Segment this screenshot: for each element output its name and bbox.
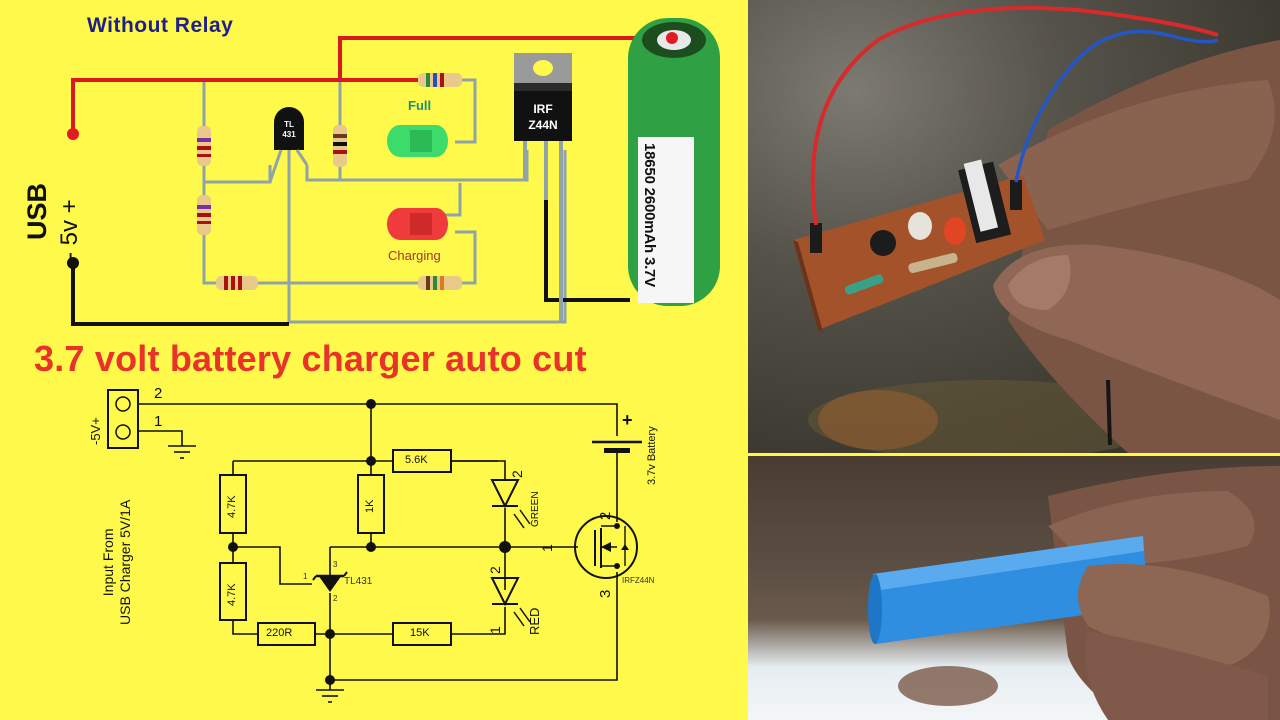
resistor-vertical-1 (197, 126, 211, 166)
resistor-r5 (257, 622, 316, 646)
led-red-label: RED (527, 607, 542, 635)
r5-label: 220R (266, 627, 293, 639)
mosfet-pin3: 3 (597, 589, 614, 598)
led-red-symbol (490, 577, 531, 627)
tl431-pin1: 1 (303, 572, 308, 581)
led-green-symbol (490, 479, 531, 529)
r2-label: 4.7K (226, 583, 238, 606)
resistor-r4 (392, 449, 452, 473)
header-pin-left (810, 223, 822, 253)
resistor-horizontal-2 (418, 73, 462, 87)
mosfet-label-line1: IRF (533, 102, 553, 116)
main-title: 3.7 volt battery charger auto cut (34, 338, 587, 379)
negative-wire (71, 200, 630, 326)
resistor-vertical-2 (197, 195, 211, 235)
resistor-r3 (357, 474, 385, 534)
input-description: Input From USB Charger 5V/1A (100, 500, 134, 625)
finger-index (998, 80, 1275, 230)
photo-battery-in-hand (748, 456, 1280, 720)
blue-battery (868, 536, 1148, 644)
red-wire (810, 6, 1219, 226)
blue-wire (1014, 29, 1219, 183)
tl431-pin2: 2 (333, 594, 338, 603)
mosfet-schematic-label: IRFZ44N (622, 576, 655, 585)
led-green (387, 125, 448, 157)
mosfet-symbol (574, 515, 638, 579)
tl431-symbol (312, 571, 348, 592)
led-red (387, 208, 448, 240)
tl431-package (268, 107, 309, 183)
r1-label: 4.7K (226, 495, 238, 518)
led-green-pin2: 2 (509, 470, 525, 478)
led-green-pin1: 1 (539, 544, 555, 552)
mosfet-package (514, 53, 572, 322)
mosfet-label-line2: Z44N (528, 118, 558, 132)
positive-wire (71, 36, 672, 133)
led-charging-label: Charging (388, 248, 441, 263)
led-red-pin1: 1 (487, 626, 503, 634)
connector-pin1: 1 (154, 413, 163, 430)
tl431-schematic-label: TL431 (344, 576, 373, 587)
without-relay-label: Without Relay (87, 14, 234, 37)
resistor-r6 (392, 622, 452, 646)
mosfet-label: IRF Z44N (514, 101, 572, 133)
battery-18650 (628, 18, 720, 306)
resistor-horizontal-3 (418, 276, 462, 290)
usb-connector (107, 389, 139, 449)
pcb-photo-illustration (793, 6, 1280, 453)
battery-schematic-label: 3.7v Battery (646, 426, 658, 485)
photo-pcb-in-hand (748, 0, 1280, 453)
diagram-panel: Without Relay (0, 0, 748, 720)
junction-dots (228, 399, 511, 685)
connector-label: -5V+ (88, 417, 103, 445)
led-full-label: Full (408, 98, 432, 113)
input-line1: Input From (100, 528, 116, 597)
led-red-pin2: 2 (487, 566, 503, 574)
battery-symbol (592, 440, 642, 453)
schematic-diagram (107, 389, 642, 703)
resistor-vertical-3 (333, 125, 347, 167)
battery-photo-illustration (868, 466, 1280, 720)
tl431-photo (870, 230, 896, 256)
tl431-label: TL 431 (280, 120, 298, 140)
r3-label: 1K (364, 499, 376, 513)
resistor-horizontal-1 (216, 276, 258, 290)
tl431-label-line2: 431 (282, 130, 296, 139)
ground-symbols (168, 445, 344, 703)
led-green-label: GREEN (530, 491, 541, 527)
schematic-resistors (219, 449, 452, 646)
led-clear-photo (908, 212, 932, 240)
battery-plus-label: + (622, 410, 633, 430)
r6-label: 15K (410, 627, 430, 639)
connector-pin2: 2 (154, 385, 163, 402)
led-red-photo (944, 217, 966, 245)
pictorial-circuit (67, 18, 720, 326)
r4-label: 5.6K (405, 454, 428, 466)
tl431-pin3: 3 (333, 560, 338, 569)
resistor-r1 (219, 474, 247, 534)
mosfet-pin2: 2 (597, 511, 614, 520)
tl431-label-line1: TL (284, 120, 294, 129)
usb-positive-terminal (67, 128, 79, 140)
header-pin-right (1010, 180, 1022, 210)
input-line2: USB Charger 5V/1A (117, 499, 133, 625)
usb-negative-terminal (67, 257, 79, 269)
resistor-r2 (219, 562, 247, 621)
